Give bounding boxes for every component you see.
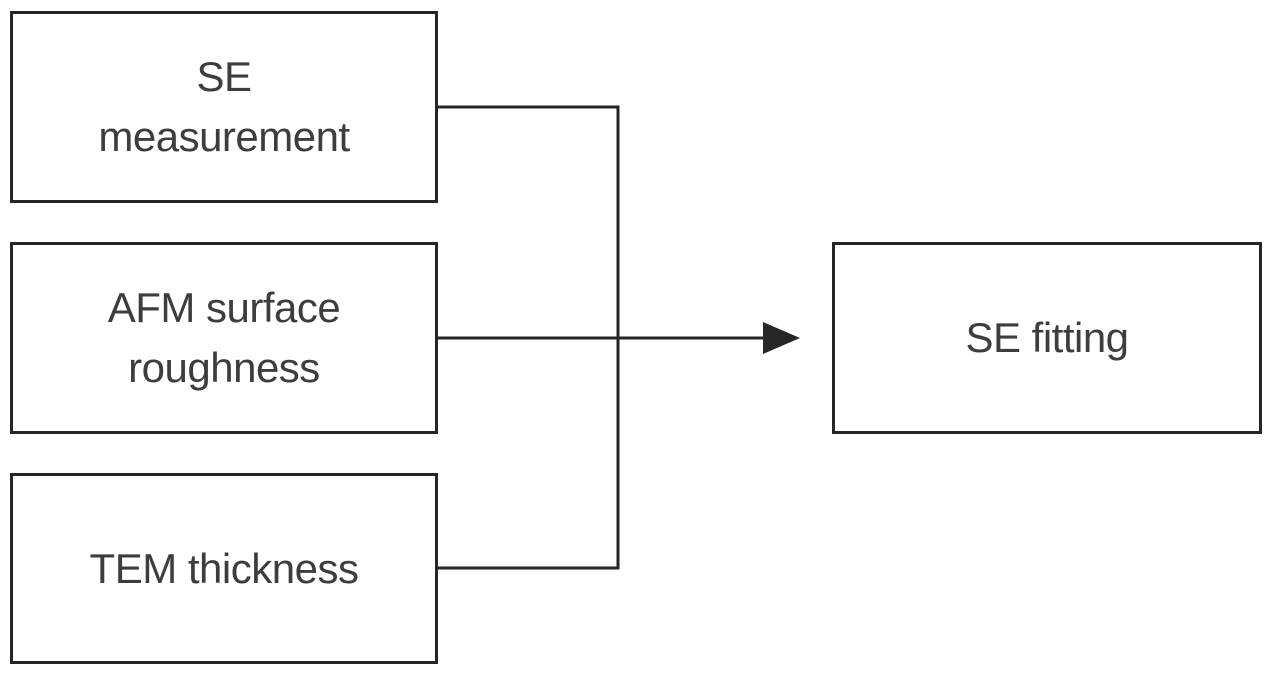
node-se-measurement: SE measurement <box>10 11 438 203</box>
node-se-measurement-label: SE measurement <box>98 53 350 160</box>
node-se-fitting: SE fitting <box>832 242 1262 434</box>
node-se-fitting-label: SE fitting <box>965 314 1129 362</box>
node-tem-thickness: TEM thickness <box>10 473 438 664</box>
node-afm-surface-roughness: AFM surface roughness <box>10 242 438 434</box>
arrowhead-icon <box>763 322 800 354</box>
node-tem-thickness-label: TEM thickness <box>89 544 359 592</box>
node-afm-surface-roughness-label: AFM surface roughness <box>107 284 341 391</box>
